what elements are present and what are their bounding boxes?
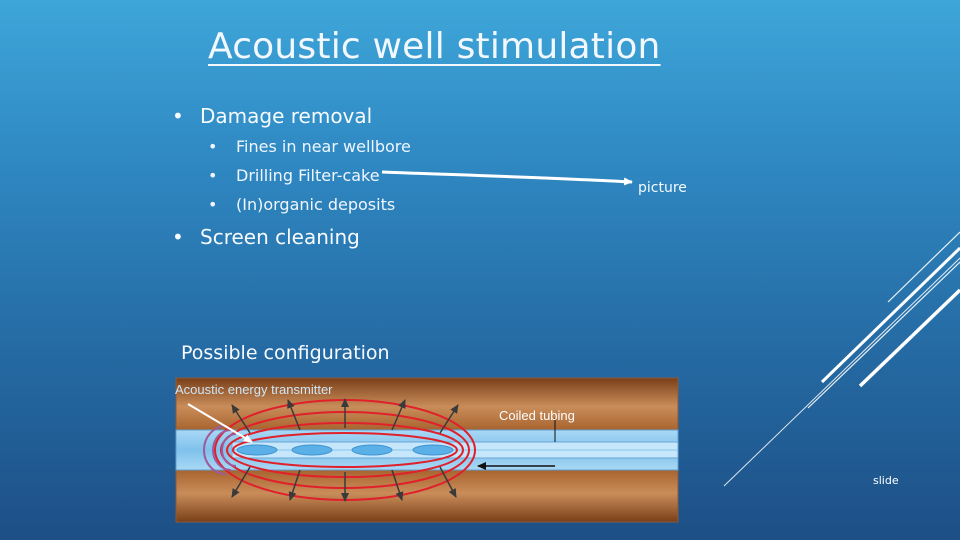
decorative-lines <box>723 231 960 487</box>
bullet-dot: • <box>208 137 218 156</box>
sub-bullet-label: Fines in near wellbore <box>236 137 411 156</box>
sub-bullet-label: (In)organic deposits <box>236 195 396 214</box>
slide-label: slide <box>873 474 899 487</box>
transmitter-label: Acoustic energy transmitter <box>175 382 333 397</box>
bullet-damage-removal: • Damage removal <box>172 104 372 128</box>
bullet-label: Screen cleaning <box>200 225 360 249</box>
sub-bullet-filter-cake: • Drilling Filter-cake <box>208 166 380 185</box>
bullet-dot: • <box>208 195 218 214</box>
sub-bullet-deposits: • (In)organic deposits <box>208 195 395 214</box>
well-diagram: Acoustic energy transmitter Coiled tubin… <box>175 377 679 523</box>
bullet-dot: • <box>172 225 184 249</box>
sub-bullet-label: Drilling Filter-cake <box>236 166 380 185</box>
configuration-title: Possible configuration <box>181 342 390 364</box>
bullet-screen-cleaning: • Screen cleaning <box>172 225 360 249</box>
bullet-label: Damage removal <box>200 104 373 128</box>
pointer-arrow <box>381 170 633 186</box>
page-title: Acoustic well stimulation <box>208 26 661 67</box>
sub-bullet-fines: • Fines in near wellbore <box>208 137 411 156</box>
picture-label: picture <box>638 180 687 196</box>
bullet-dot: • <box>172 104 184 128</box>
bullet-dot: • <box>208 166 218 185</box>
tubing-label: Coiled tubing <box>499 408 575 423</box>
